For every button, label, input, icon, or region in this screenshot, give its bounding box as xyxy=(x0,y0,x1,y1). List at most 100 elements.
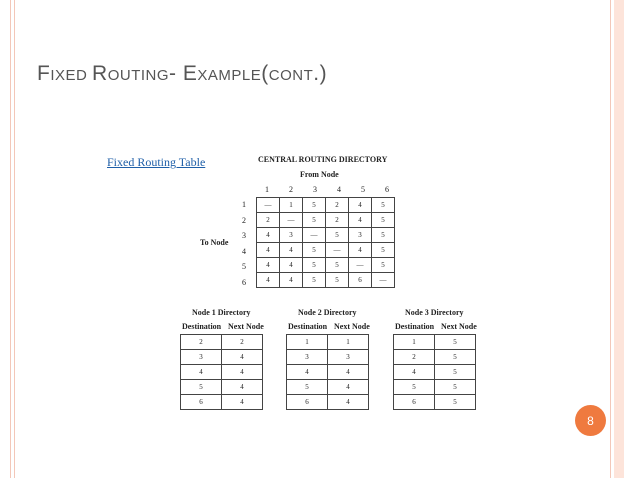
table-cell: 5 xyxy=(302,272,326,288)
table-cell: 5 xyxy=(325,257,349,273)
central-row-header: 4 xyxy=(242,246,246,256)
central-col-header: 5 xyxy=(361,185,365,194)
table-cell: 6 xyxy=(348,272,372,288)
central-col-header: 6 xyxy=(385,185,389,194)
table-cell: 4 xyxy=(256,227,280,243)
left-margin-line-inner xyxy=(14,0,15,478)
title-part: .) xyxy=(313,62,328,85)
table-cell: 5 xyxy=(302,197,326,213)
table-cell: — xyxy=(279,212,303,228)
table-cell: 6 xyxy=(180,394,222,410)
table-cell: 2 xyxy=(325,212,349,228)
central-row-header: 6 xyxy=(242,277,246,287)
table-cell: 3 xyxy=(327,349,369,365)
next-node-header: Next Node xyxy=(441,322,477,331)
title-part: F xyxy=(37,62,51,85)
right-margin-line xyxy=(610,0,611,478)
table-cell: 4 xyxy=(180,364,222,380)
table-cell: 2 xyxy=(393,349,435,365)
central-row-header: 2 xyxy=(242,215,246,225)
table-cell: 5 xyxy=(371,227,395,243)
table-cell: 4 xyxy=(256,272,280,288)
table-cell: 4 xyxy=(348,197,372,213)
table-cell: 5 xyxy=(371,197,395,213)
table-cell: 4 xyxy=(327,394,369,410)
central-col-header: 1 xyxy=(265,185,269,194)
table-cell: 4 xyxy=(221,394,263,410)
central-row-header: 5 xyxy=(242,262,246,271)
table-cell: 5 xyxy=(325,272,349,288)
table-cell: 3 xyxy=(180,349,222,365)
table-cell: 5 xyxy=(180,379,222,395)
to-node-label: To Node xyxy=(200,238,229,247)
next-node-header: Next Node xyxy=(334,322,370,331)
destination-header: Destination xyxy=(395,322,435,331)
central-col-header: 3 xyxy=(313,185,317,194)
table-cell: 5 xyxy=(286,379,328,395)
title-part: - xyxy=(169,62,183,85)
table-cell: 4 xyxy=(256,242,280,258)
title-part: IXED xyxy=(50,67,93,84)
table-cell: 5 xyxy=(434,334,476,350)
table-cell: 5 xyxy=(434,379,476,395)
table-cell: 4 xyxy=(348,212,372,228)
table-cell: 5 xyxy=(371,212,395,228)
table-cell: 5 xyxy=(325,227,349,243)
node-directory-title: Node 1 Directory xyxy=(192,308,251,317)
right-decor-band xyxy=(614,0,624,478)
table-cell: 2 xyxy=(221,334,263,350)
table-cell: 4 xyxy=(279,272,303,288)
table-cell: 2 xyxy=(325,197,349,213)
fixed-routing-table-link[interactable]: Fixed Routing Table xyxy=(107,155,206,169)
node-directory-title: Node 2 Directory xyxy=(298,308,357,317)
title-part: OUTING xyxy=(107,67,170,84)
table-cell: 5 xyxy=(434,394,476,410)
table-cell: 4 xyxy=(348,242,372,258)
table-cell: 4 xyxy=(286,364,328,380)
table-cell: 4 xyxy=(221,364,263,380)
page-number-badge: 8 xyxy=(575,405,606,436)
central-col-header: 4 xyxy=(337,185,341,194)
table-cell: 4 xyxy=(221,349,263,365)
table-cell: 4 xyxy=(393,364,435,380)
left-margin-line xyxy=(10,0,11,478)
destination-header: Destination xyxy=(288,322,328,331)
table-cell: 5 xyxy=(434,349,476,365)
central-directory-title: CENTRAL ROUTING DIRECTORY xyxy=(258,155,388,164)
table-cell: 4 xyxy=(327,379,369,395)
table-cell: 1 xyxy=(393,334,435,350)
next-node-header: Next Node xyxy=(228,322,264,331)
slide-title: FIXED ROUTING- EXAMPLE(CONT.) xyxy=(37,62,327,86)
central-row-header: 1 xyxy=(242,200,246,209)
from-node-label: From Node xyxy=(300,170,339,179)
table-cell: 4 xyxy=(327,364,369,380)
title-part: E xyxy=(182,62,198,85)
table-cell: 4 xyxy=(221,379,263,395)
table-cell: 5 xyxy=(302,242,326,258)
table-cell: 5 xyxy=(302,257,326,273)
table-cell: 5 xyxy=(434,364,476,380)
destination-header: Destination xyxy=(182,322,222,331)
node-directory-title: Node 3 Directory xyxy=(405,308,464,317)
